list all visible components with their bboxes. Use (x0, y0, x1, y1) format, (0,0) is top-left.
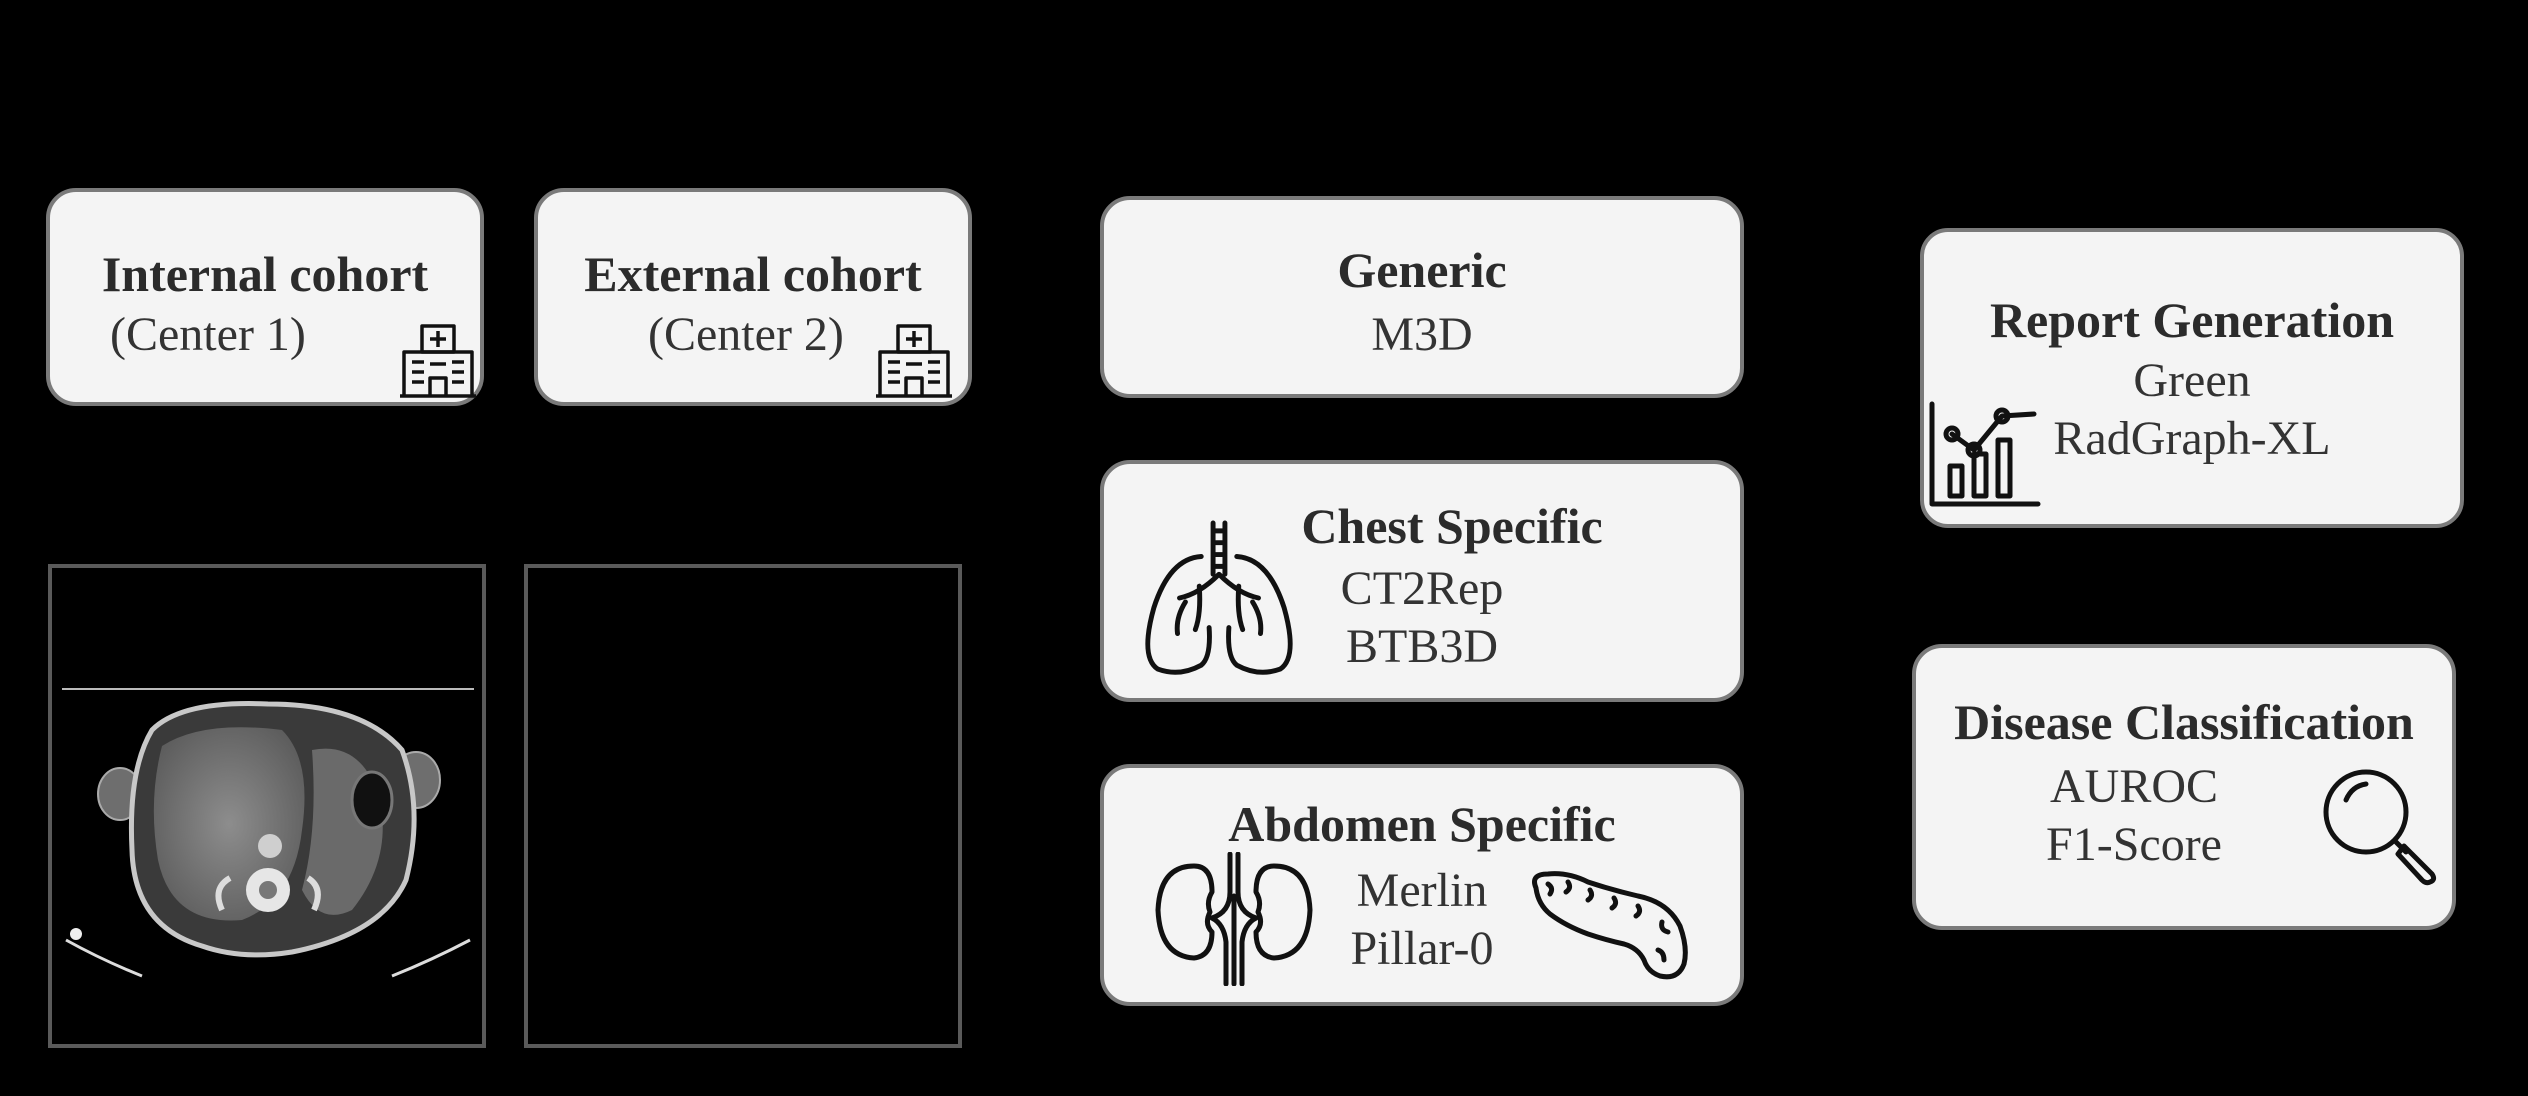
abdomen-title: Abdomen Specific (1228, 796, 1616, 852)
generic-title: Generic (1337, 242, 1507, 298)
chart-icon (1928, 400, 2042, 508)
ct-scan-frame (48, 564, 486, 1048)
generic-model-card: Generic M3D (1100, 196, 1744, 398)
ct-scan-image (62, 688, 474, 984)
pancreas-icon (1528, 868, 1692, 982)
generic-model-item: M3D (1371, 308, 1473, 361)
internal-cohort-card: Internal cohort (Center 1) (46, 188, 484, 406)
abdomen-model-item: Pillar-0 (1350, 922, 1494, 975)
chest-model-item: CT2Rep (1340, 562, 1504, 615)
kidneys-icon (1154, 852, 1314, 986)
cohort-center: (Center 2) (648, 308, 844, 361)
cohort-center: (Center 1) (110, 308, 306, 361)
chest-model-card: Chest Specific CT2Rep BTB3D (1100, 460, 1744, 702)
disease-title: Disease Classification (1954, 694, 2414, 750)
external-cohort-card: External cohort (Center 2) (534, 188, 972, 406)
hospital-icon (874, 320, 954, 400)
empty-image-frame (524, 564, 962, 1048)
abdomen-model-card: Abdomen Specific Merlin Pillar-0 (1100, 764, 1744, 1006)
chest-title: Chest Specific (1301, 498, 1603, 554)
disease-classification-card: Disease Classification AUROC F1-Score (1912, 644, 2456, 930)
abdomen-model-item: Merlin (1356, 864, 1488, 917)
chest-model-item: BTB3D (1345, 620, 1498, 673)
report-generation-card: Report Generation Green RadGraph-XL (1920, 228, 2464, 528)
hospital-icon (398, 320, 478, 400)
cohort-title: External cohort (584, 246, 922, 302)
lungs-icon (1140, 518, 1298, 678)
report-metric-item: Green (2133, 354, 2251, 407)
disease-metric-item: F1-Score (2046, 818, 2222, 871)
report-metric-item: RadGraph-XL (2053, 412, 2331, 465)
disease-metric-item: AUROC (2049, 760, 2219, 813)
report-title: Report Generation (1989, 292, 2395, 348)
magnifier-icon (2320, 766, 2440, 886)
cohort-title: Internal cohort (101, 246, 429, 302)
